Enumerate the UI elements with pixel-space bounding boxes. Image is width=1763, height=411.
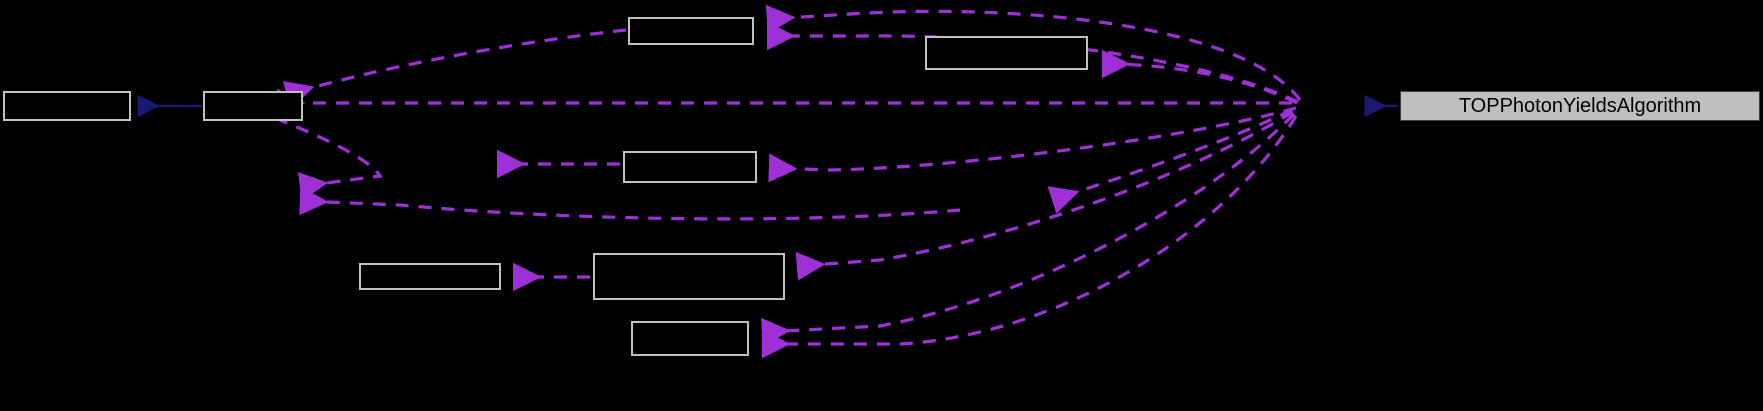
graph-node-7[interactable] (631, 321, 749, 356)
graph-node-6[interactable] (593, 253, 785, 300)
graph-node-topphotonyieldsalgorithm[interactable]: TOPPhotonYieldsAlgorithm (1400, 91, 1760, 121)
graph-node-0[interactable] (3, 91, 131, 121)
graph-node-topphotonyieldsalgorithm-label: TOPPhotonYieldsAlgorithm (1458, 95, 1702, 117)
graph-node-2[interactable] (628, 17, 754, 45)
graph-node-3[interactable] (925, 36, 1088, 70)
graph-node-1[interactable] (203, 91, 303, 121)
graph-node-4[interactable] (623, 151, 757, 183)
edge-group-purple (274, 4, 1302, 359)
graph-node-5[interactable] (359, 263, 501, 290)
